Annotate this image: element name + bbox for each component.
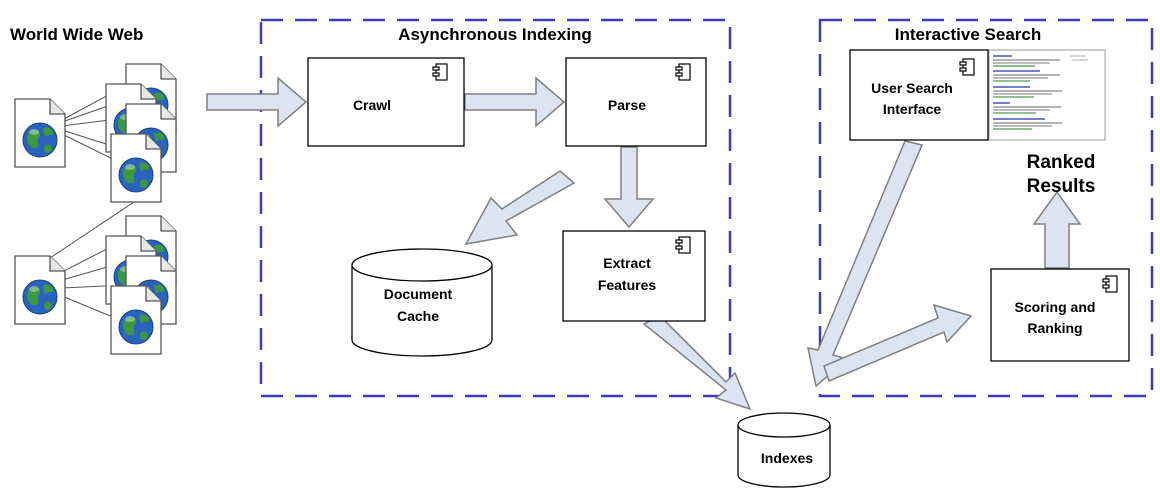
crawl-component: Crawl <box>307 57 465 147</box>
document-cache-store: Document Cache <box>351 248 493 357</box>
interactive-search-frame <box>818 18 1154 398</box>
crawl-label: Crawl <box>353 97 391 113</box>
extract-features-component: Extract Features <box>562 230 706 322</box>
user-search-label-line2: Interface <box>883 101 942 117</box>
arrow-web-to-crawl <box>206 76 308 128</box>
scoring-label-line1: Scoring and <box>1015 299 1096 315</box>
globe-document-icon <box>14 255 66 325</box>
extract-label-line1: Extract <box>603 255 651 271</box>
async-indexing-title: Asynchronous Indexing <box>398 25 592 44</box>
globe-document-icon <box>14 98 66 168</box>
web-page-cluster-bottom <box>105 215 177 355</box>
arrow-parse-to-cache <box>464 170 576 246</box>
async-indexing-frame <box>259 18 732 398</box>
extract-label-line2: Features <box>598 277 657 293</box>
indexes-label: Indexes <box>761 450 813 466</box>
parse-label: Parse <box>608 97 646 113</box>
globe-document-icon <box>110 285 162 355</box>
document-cache-label-line2: Cache <box>397 308 439 324</box>
arrow-indexes-to-scoring <box>823 303 973 383</box>
indexes-store: Indexes <box>737 412 831 488</box>
user-search-label-line1: User Search <box>871 80 953 96</box>
arrow-scoring-to-results <box>1032 190 1082 269</box>
interactive-search-title: Interactive Search <box>895 25 1041 44</box>
ranked-results-label-line2: Results <box>1027 176 1096 197</box>
globe-document-icon <box>110 133 162 203</box>
scoring-ranking-component: Scoring and Ranking <box>990 268 1130 362</box>
scoring-label-line2: Ranking <box>1027 320 1082 336</box>
document-cache-label-line1: Document <box>384 286 453 302</box>
arrow-parse-to-extract <box>603 146 655 229</box>
parse-component: Parse <box>565 57 707 147</box>
arrow-extract-to-indexes <box>642 315 752 411</box>
ranked-results-label-line1: Ranked <box>1027 152 1096 173</box>
search-results-thumbnail <box>988 49 1106 141</box>
arrow-crawl-to-parse <box>464 76 566 128</box>
world-wide-web-title: World Wide Web <box>10 25 143 44</box>
web-page-cluster-top <box>105 63 177 203</box>
user-search-interface-component: User Search Interface <box>849 49 989 141</box>
